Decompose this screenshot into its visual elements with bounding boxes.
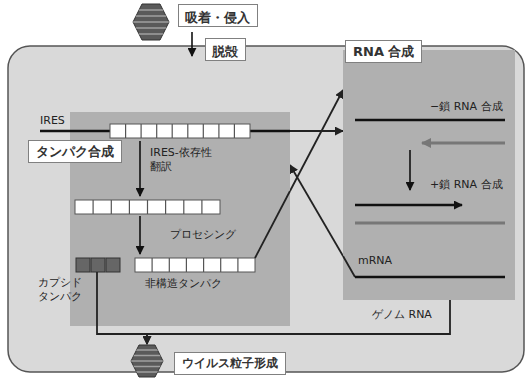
label-slot: IRES-依存性 翻訳: [150, 146, 222, 174]
minus-new-strand: [422, 142, 505, 145]
mrna-lead: [343, 256, 355, 277]
process-region: タンパク合成: [70, 112, 290, 326]
polyprotein: [75, 200, 220, 214]
step-arrow: [409, 150, 411, 190]
processing-arrow: [139, 216, 141, 254]
part-label: プロセシング: [170, 228, 236, 242]
cell-body: [8, 46, 524, 372]
step-box: 吸着・侵入: [178, 4, 258, 27]
flow-connector: [290, 90, 343, 191]
nonstructural-protein: [135, 258, 255, 272]
step-label: 脱殻: [212, 43, 238, 60]
part-label: mRNA: [358, 254, 392, 268]
label-slot: ゲノム RNA: [372, 308, 432, 322]
step-box: 脱殻: [205, 38, 246, 61]
label-slot: 非構造タンパク: [145, 277, 222, 291]
label-slot: カプシド タンパク: [38, 276, 90, 304]
region-heading: RNA 合成: [345, 40, 422, 63]
entry-arrow: [191, 32, 193, 56]
capsid-protein: [76, 258, 120, 272]
virus-icon: [128, 345, 166, 377]
region-heading: ウイルス粒子形成: [174, 352, 286, 375]
protein-lead: [255, 191, 290, 258]
label-slot: mRNA: [358, 254, 392, 268]
translation-arrow: [139, 141, 141, 196]
part-label: IRES-依存性 翻訳: [150, 146, 222, 174]
step-label: 吸着・侵入: [185, 9, 250, 26]
part-label: IRES: [40, 114, 65, 128]
part-label: +鎖 RNA 合成: [430, 178, 503, 192]
plus-template: [355, 119, 505, 122]
flow-connector: [97, 326, 147, 344]
flow-connector: [290, 165, 343, 256]
label-slot: +鎖 RNA 合成: [430, 178, 503, 192]
label-slot: プロセシング: [170, 228, 236, 242]
minus-template: [355, 222, 505, 225]
mrna-strand: [355, 276, 505, 279]
region-heading: タンパク合成: [28, 140, 122, 163]
label-slot: IRES: [40, 114, 65, 128]
part-label: 非構造タンパク: [145, 277, 222, 291]
virus-icon: [130, 4, 172, 40]
flow-connector: [290, 130, 343, 132]
capsid-lead: [96, 272, 98, 326]
label-slot: −鎖 RNA 合成: [430, 100, 503, 114]
edge-label: ゲノム RNA: [372, 308, 432, 322]
coding-region: [110, 124, 250, 138]
plus-new-strand: [355, 204, 462, 207]
part-label: カプシド タンパク: [38, 276, 90, 304]
part-label: −鎖 RNA 合成: [430, 100, 503, 114]
